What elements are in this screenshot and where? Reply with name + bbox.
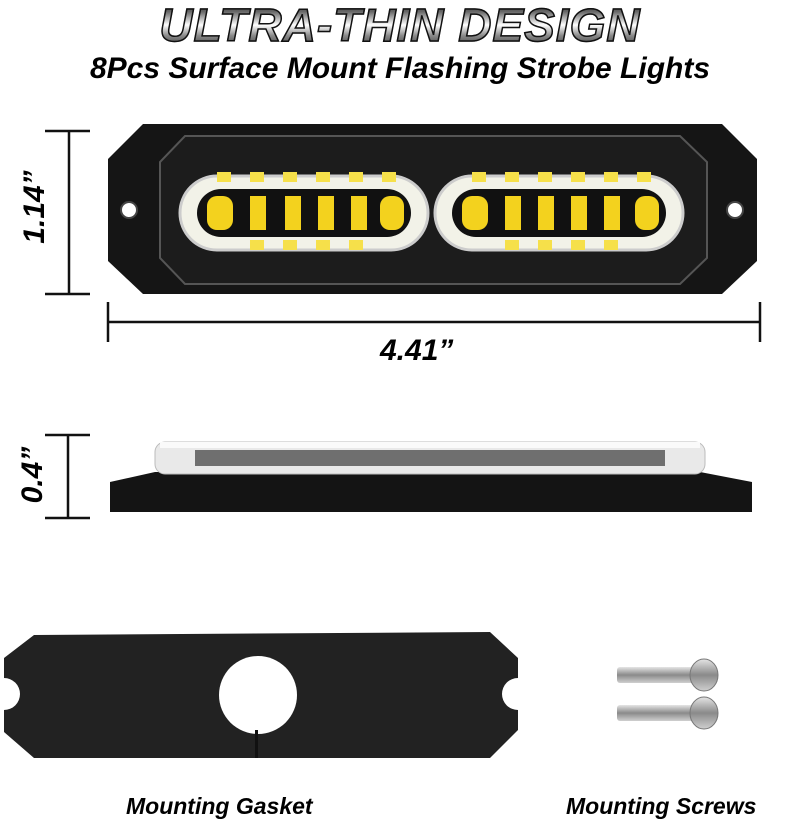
headline-subtitle: 8Pcs Surface Mount Flashing Strobe Light… bbox=[89, 52, 711, 85]
height-dimension-line bbox=[45, 129, 90, 296]
screws-caption: Mounting Screws bbox=[566, 793, 757, 819]
strobe-light-side-view bbox=[110, 441, 752, 512]
gasket-caption: Mounting Gasket bbox=[126, 793, 313, 819]
mounting-screws-image bbox=[617, 658, 719, 730]
thickness-dimension-line bbox=[45, 433, 90, 520]
thickness-label: 0.4” bbox=[16, 446, 49, 504]
headline-title: ULTRA-THIN DESIGN bbox=[0, 0, 800, 52]
mounting-gasket-image bbox=[4, 632, 518, 758]
height-label: 1.14” bbox=[18, 170, 51, 244]
length-label: 4.41” bbox=[380, 334, 454, 367]
length-dimension-line bbox=[106, 302, 762, 342]
strobe-light-top-view bbox=[108, 124, 757, 294]
